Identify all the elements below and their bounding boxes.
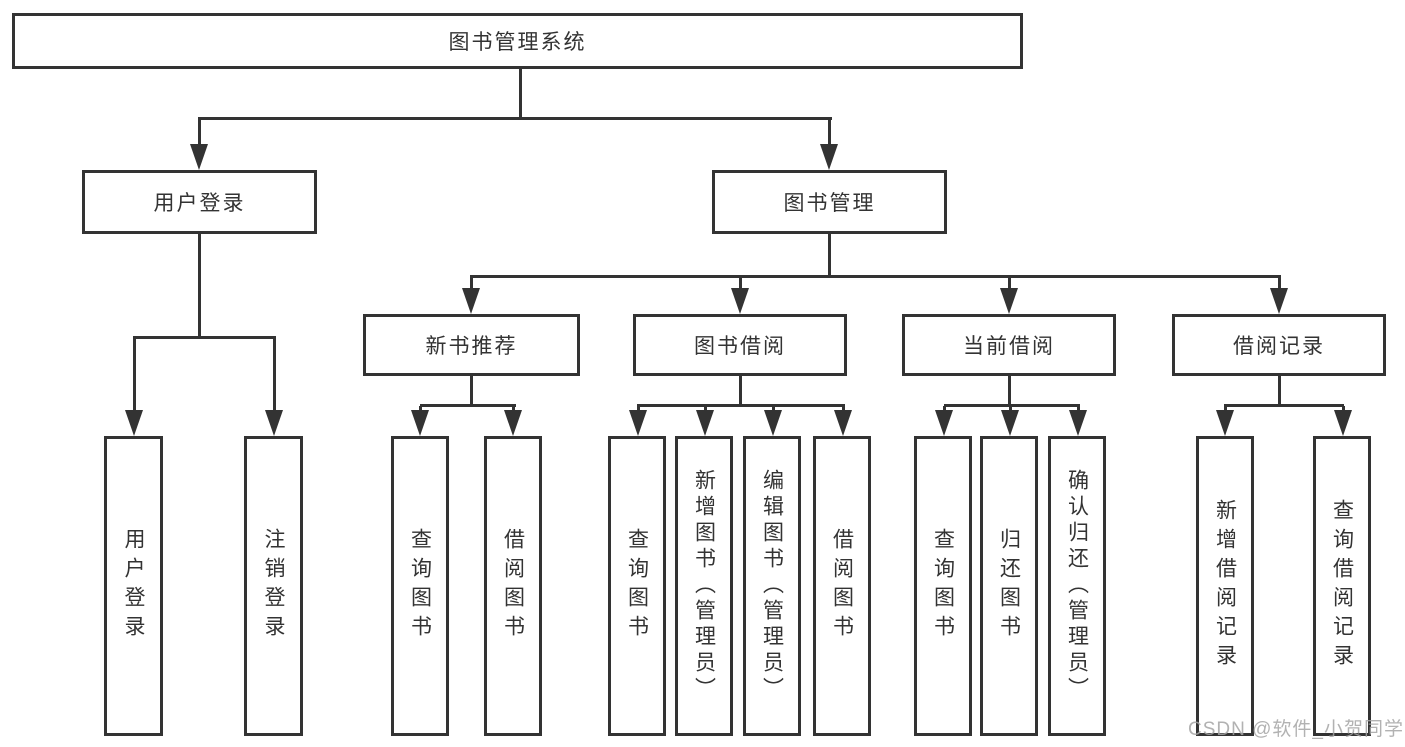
leaf-query-book-2: 查询图书 — [608, 436, 666, 736]
leaf-borrow-book-2-label: 借阅图书 — [830, 528, 854, 644]
leaf-query-book-3: 查询图书 — [914, 436, 972, 736]
leaf-user-login-label: 用户登录 — [122, 528, 145, 644]
leaf-query-book-2-label: 查询图书 — [625, 528, 649, 644]
connector-bus-new-book — [420, 404, 516, 407]
arrow-down-icon — [820, 144, 838, 170]
connector-user-login-bus — [133, 336, 276, 339]
leaf-query-borrow-record: 查询借阅记录 — [1313, 436, 1371, 736]
leaf-confirm-return-admin: 确认归还（管理员） — [1048, 436, 1106, 736]
connector-root-stem — [519, 67, 522, 120]
arrow-down-icon — [462, 288, 480, 314]
node-borrow-records: 借阅记录 — [1172, 314, 1386, 376]
node-current-borrowing: 当前借阅 — [902, 314, 1116, 376]
arrow-down-icon — [731, 288, 749, 314]
connector-bus-current — [944, 404, 1080, 407]
node-root-label: 图书管理系统 — [448, 31, 587, 54]
connector-stem-new-book — [470, 376, 473, 407]
node-book-management: 图书管理 — [712, 170, 947, 234]
connector-drop-records — [1278, 277, 1281, 291]
connector-drop-borrowing — [739, 277, 742, 291]
leaf-borrow-book-1: 借阅图书 — [484, 436, 542, 736]
connector-stem-borrowing — [739, 376, 742, 407]
node-book-management-label: 图书管理 — [783, 192, 876, 215]
arrow-down-icon — [411, 410, 429, 436]
leaf-return-book-label: 归还图书 — [997, 528, 1021, 644]
arrow-down-icon — [935, 410, 953, 436]
connector-level3-bus — [470, 275, 1281, 278]
arrow-down-icon — [265, 410, 283, 436]
leaf-query-book-3-label: 查询图书 — [931, 528, 955, 644]
leaf-query-book-1: 查询图书 — [391, 436, 449, 736]
arrow-down-icon — [1216, 410, 1234, 436]
node-new-book-recommend: 新书推荐 — [363, 314, 580, 376]
arrow-down-icon — [504, 410, 522, 436]
arrow-down-icon — [1001, 410, 1019, 436]
leaf-add-book-admin: 新增图书（管理员） — [675, 436, 733, 736]
leaf-return-book: 归还图书 — [980, 436, 1038, 736]
arrow-down-icon — [125, 410, 143, 436]
node-new-book-recommend-label: 新书推荐 — [425, 335, 518, 358]
connector-drop-current — [1008, 277, 1011, 291]
leaf-user-login: 用户登录 — [104, 436, 163, 736]
connector-stem-current — [1008, 376, 1011, 407]
node-book-borrowing: 图书借阅 — [633, 314, 847, 376]
arrow-down-icon — [629, 410, 647, 436]
node-user-login: 用户登录 — [82, 170, 317, 234]
connector-bus-records — [1224, 404, 1344, 407]
node-root: 图书管理系统 — [12, 13, 1023, 69]
arrow-down-icon — [834, 410, 852, 436]
connector-book-mgmt-stem — [828, 234, 831, 278]
leaf-query-borrow-record-label: 查询借阅记录 — [1330, 499, 1354, 673]
leaf-add-book-admin-label: 新增图书（管理员） — [692, 469, 716, 703]
arrow-down-icon — [1270, 288, 1288, 314]
csdn-watermark: CSDN @软件_小贺同学 — [1188, 719, 1404, 740]
node-user-login-label: 用户登录 — [153, 192, 246, 215]
leaf-borrow-book-1-label: 借阅图书 — [501, 528, 525, 644]
connector-user-login-stem — [198, 234, 201, 339]
connector-stem-records — [1278, 376, 1281, 407]
connector-bus-borrowing — [637, 404, 845, 407]
connector-level2-bus — [198, 117, 832, 120]
connector-drop-leaf-logout — [273, 338, 276, 414]
arrow-down-icon — [1000, 288, 1018, 314]
arrow-down-icon — [764, 410, 782, 436]
node-book-borrowing-label: 图书借阅 — [694, 335, 786, 358]
leaf-confirm-return-admin-label: 确认归还（管理员） — [1065, 469, 1089, 703]
leaf-add-borrow-record-label: 新增借阅记录 — [1213, 499, 1237, 673]
connector-drop-book-mgmt — [828, 119, 831, 149]
leaf-edit-book-admin-label: 编辑图书（管理员） — [760, 469, 784, 703]
connector-drop-user-login — [198, 119, 201, 149]
arrow-down-icon — [190, 144, 208, 170]
arrow-down-icon — [696, 410, 714, 436]
leaf-borrow-book-2: 借阅图书 — [813, 436, 871, 736]
leaf-query-book-1-label: 查询图书 — [408, 528, 432, 644]
connector-drop-leaf-login — [133, 338, 136, 414]
arrow-down-icon — [1069, 410, 1087, 436]
arrow-down-icon — [1334, 410, 1352, 436]
node-borrow-records-label: 借阅记录 — [1233, 335, 1325, 358]
leaf-edit-book-admin: 编辑图书（管理员） — [743, 436, 801, 736]
leaf-add-borrow-record: 新增借阅记录 — [1196, 436, 1254, 736]
connector-drop-new-book — [470, 277, 473, 291]
leaf-logout: 注销登录 — [244, 436, 303, 736]
leaf-logout-label: 注销登录 — [262, 528, 285, 644]
node-current-borrowing-label: 当前借阅 — [963, 335, 1055, 358]
